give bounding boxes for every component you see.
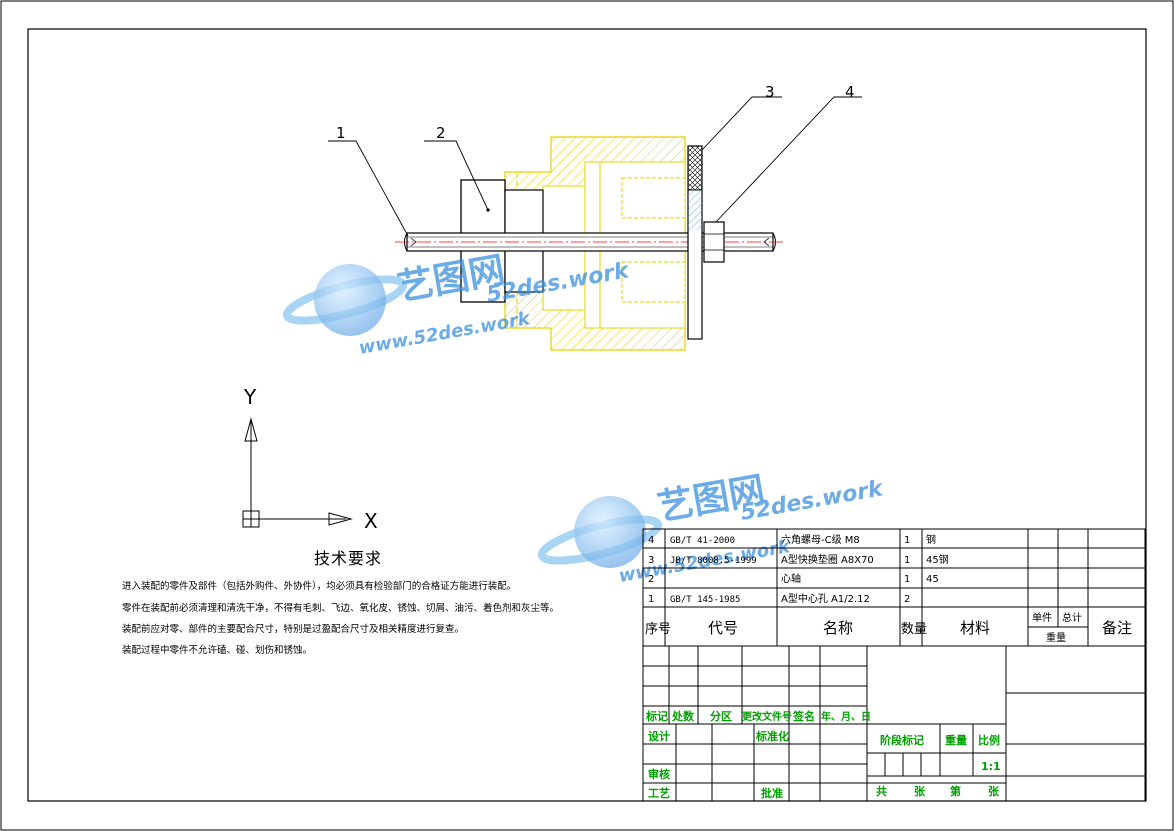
sheet-label: 第 — [950, 784, 961, 798]
bom-name: A型中心孔 A1/2.12 — [781, 592, 870, 605]
label-design: 设计 — [648, 729, 670, 743]
rev-header: 分区 — [710, 709, 732, 723]
bom-header-weight: 重量 — [1046, 631, 1066, 644]
label-stage: 阶段标记 — [880, 733, 924, 747]
bom-qty: 1 — [904, 535, 910, 546]
bom-name: 心轴 — [781, 572, 801, 585]
inner-border — [27, 28, 1147, 802]
bom-header-no: 序号 — [645, 622, 671, 637]
title-block-labels: 标记 处数 分区 更改文件号 签名 年、月、日 设计 标准化 审核 工艺 批准 … — [645, 709, 1001, 800]
scale-value: 1:1 — [981, 760, 1001, 773]
bom-no: 2 — [648, 574, 654, 585]
tech-requirement-line: 装配过程中零件不允许磕、碰、划伤和锈蚀。 — [122, 645, 313, 656]
bom-name: 六角螺母-C级 M8 — [781, 534, 860, 546]
bom-header-name: 名称 — [823, 619, 853, 637]
bom-header-total: 总计 — [1062, 611, 1082, 624]
ucs-icon — [242, 417, 353, 528]
axis-x-label: X — [364, 509, 378, 533]
label-weight: 重量 — [945, 733, 967, 747]
bom-no: 1 — [648, 594, 654, 605]
hex-nut — [703, 221, 725, 263]
bom-qty: 2 — [904, 594, 910, 605]
balloon-2: 2 — [436, 124, 446, 142]
label-scale: 比例 — [978, 733, 1000, 747]
assembly-view — [395, 136, 785, 351]
bom-rows: 4 GB/T 41-2000 六角螺母-C级 M8 1 钢 3 JB/T 800… — [645, 533, 1132, 644]
bom-no: 4 — [648, 535, 654, 546]
tech-requirement-line: 零件在装配前必须清理和清洗干净，不得有毛刺、飞边、氧化皮、锈蚀、切屑、油污、着色… — [122, 603, 560, 614]
watermark-url: www.52des.work — [357, 308, 532, 359]
rev-header: 年、月、日 — [821, 710, 871, 723]
label-process: 工艺 — [648, 786, 670, 800]
bom-code: GB/T 41-2000 — [670, 536, 735, 546]
tech-requirements-title: 技术要求 — [314, 549, 383, 568]
label-standard: 标准化 — [755, 729, 789, 743]
balloon-3: 3 — [765, 83, 775, 101]
bom-no: 3 — [648, 555, 654, 566]
label-approve: 批准 — [761, 786, 783, 800]
sheet-label: 张 — [988, 784, 1000, 798]
tech-requirement-line: 进入装配的零件及部件（包括外购件、外协件），均必须具有检验部门的合格证方能进行装… — [122, 581, 517, 592]
bom-name: A型快换垫圈 A8X70 — [781, 553, 874, 566]
sheet-label: 共 — [876, 784, 887, 798]
bom-header-code: 代号 — [708, 619, 738, 637]
label-check: 审核 — [648, 767, 670, 781]
title-block — [642, 645, 1146, 802]
watermark-logo-2: 艺图网 52des.work www.52des.work — [537, 470, 886, 587]
bom-code: GB/T 145-1985 — [670, 595, 740, 605]
bom-material: 45 — [926, 574, 939, 585]
bom-header-remark: 备注 — [1102, 619, 1132, 637]
bom-material: 钢 — [926, 533, 936, 546]
balloon-1: 1 — [336, 124, 346, 142]
bom-qty: 1 — [904, 574, 910, 585]
bom-header-unit: 单件 — [1032, 612, 1052, 624]
bom-header-material: 材料 — [960, 619, 990, 637]
sheet-label: 张 — [914, 784, 926, 798]
bom-header-qty: 数量 — [901, 622, 927, 637]
bom-qty: 1 — [904, 555, 910, 566]
rev-header: 处数 — [671, 709, 695, 723]
rev-header: 签名 — [792, 709, 815, 723]
leaders — [328, 96, 862, 237]
bom-material: 45钢 — [926, 553, 949, 566]
axis-y-label: Y — [243, 385, 257, 409]
bom-code: JB/T 8008.5-1999 — [670, 556, 757, 566]
tech-requirement-line: 装配前应对零、部件的主要配合尺寸，特别是过盈配合尺寸及相关精度进行复查。 — [122, 624, 465, 635]
rev-header: 标记 — [645, 709, 668, 723]
rev-header: 更改文件号 — [742, 710, 792, 723]
balloon-4: 4 — [845, 83, 855, 101]
